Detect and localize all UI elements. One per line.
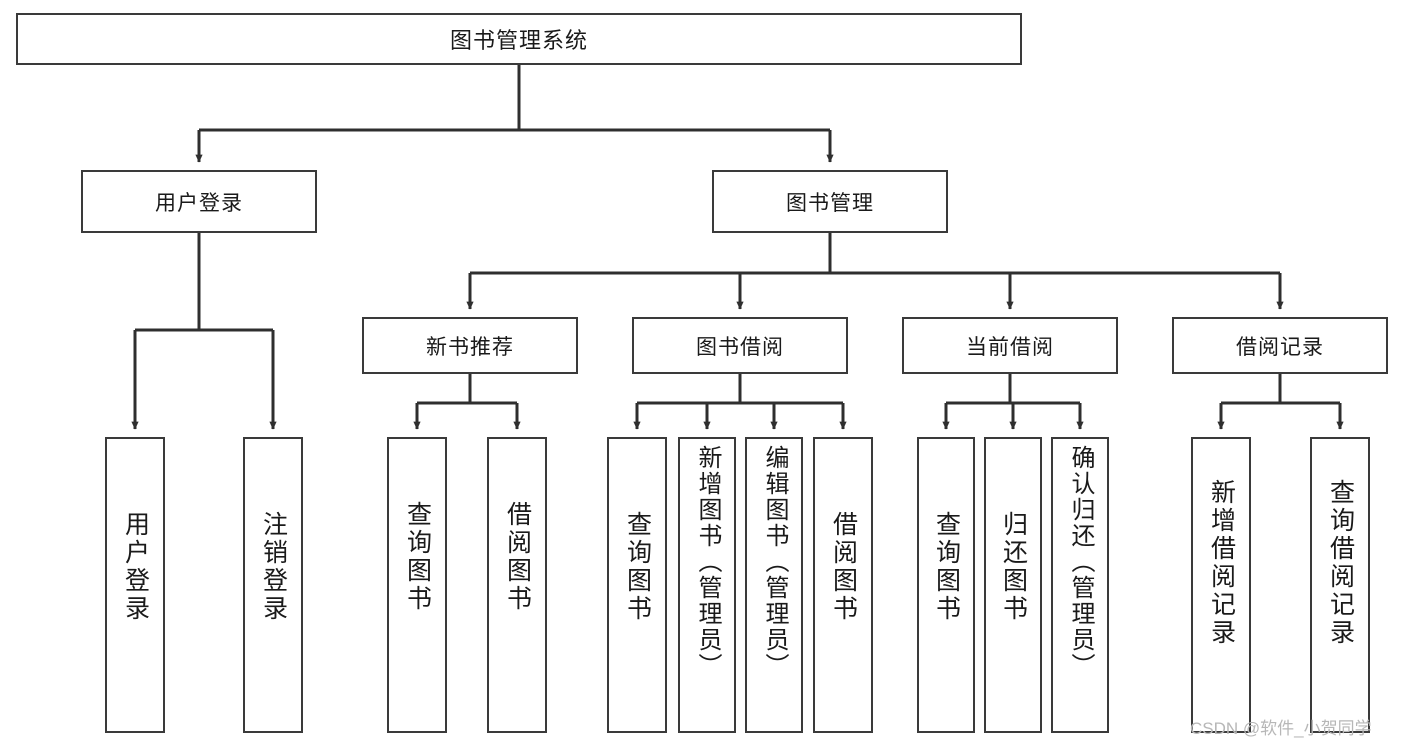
node-label: 用户登录 <box>155 191 243 215</box>
node-leaf-add-borrow-record[interactable]: 新增借阅记录 <box>1191 437 1251 733</box>
node-book-manage[interactable]: 图书管理 <box>712 170 948 233</box>
node-label: 查询图书 <box>623 511 652 623</box>
node-label: 新增借阅记录 <box>1207 479 1236 647</box>
node-new-book-recommend[interactable]: 新书推荐 <box>362 317 578 374</box>
node-label: 查询图书 <box>932 511 961 623</box>
node-borrow-record[interactable]: 借阅记录 <box>1172 317 1388 374</box>
node-leaf-query-book-1[interactable]: 查询图书 <box>387 437 447 733</box>
node-label: 图书管理 <box>786 191 874 215</box>
node-book-borrow[interactable]: 图书借阅 <box>632 317 848 374</box>
csdn-watermark: CSDN @软件_小贺同学 <box>1190 719 1372 738</box>
node-label: 图书管理系统 <box>449 28 588 53</box>
node-leaf-add-book[interactable]: 新增图书（管理员） <box>678 437 736 733</box>
node-label: 当前借阅 <box>966 335 1054 359</box>
node-leaf-edit-book[interactable]: 编辑图书（管理员） <box>745 437 803 733</box>
node-label: 归还图书 <box>999 511 1028 623</box>
node-leaf-query-borrow-record[interactable]: 查询借阅记录 <box>1310 437 1370 733</box>
node-leaf-borrow-book-2[interactable]: 借阅图书 <box>813 437 873 733</box>
node-leaf-query-book-2[interactable]: 查询图书 <box>607 437 667 733</box>
node-label: 借阅图书 <box>829 511 858 623</box>
node-label: 用户登录 <box>121 511 150 623</box>
node-label: 图书借阅 <box>696 335 784 359</box>
node-label: 确认归还（管理员） <box>1066 445 1094 679</box>
node-root-system[interactable]: 图书管理系统 <box>16 13 1022 65</box>
node-label: 借阅记录 <box>1236 335 1324 359</box>
node-leaf-confirm-return[interactable]: 确认归还（管理员） <box>1051 437 1109 733</box>
node-leaf-return-book[interactable]: 归还图书 <box>984 437 1042 733</box>
node-label: 新书推荐 <box>426 335 514 359</box>
node-label: 查询借阅记录 <box>1326 479 1355 647</box>
node-label: 新增图书（管理员） <box>693 445 721 679</box>
node-label: 借阅图书 <box>503 501 532 613</box>
node-leaf-query-book-3[interactable]: 查询图书 <box>917 437 975 733</box>
node-leaf-borrow-book-1[interactable]: 借阅图书 <box>487 437 547 733</box>
node-leaf-logout-login[interactable]: 注销登录 <box>243 437 303 733</box>
node-label: 查询图书 <box>403 501 432 613</box>
node-user-login[interactable]: 用户登录 <box>81 170 317 233</box>
node-label: 注销登录 <box>259 511 288 623</box>
node-label: 编辑图书（管理员） <box>760 445 788 679</box>
node-leaf-user-login[interactable]: 用户登录 <box>105 437 165 733</box>
node-current-borrow[interactable]: 当前借阅 <box>902 317 1118 374</box>
